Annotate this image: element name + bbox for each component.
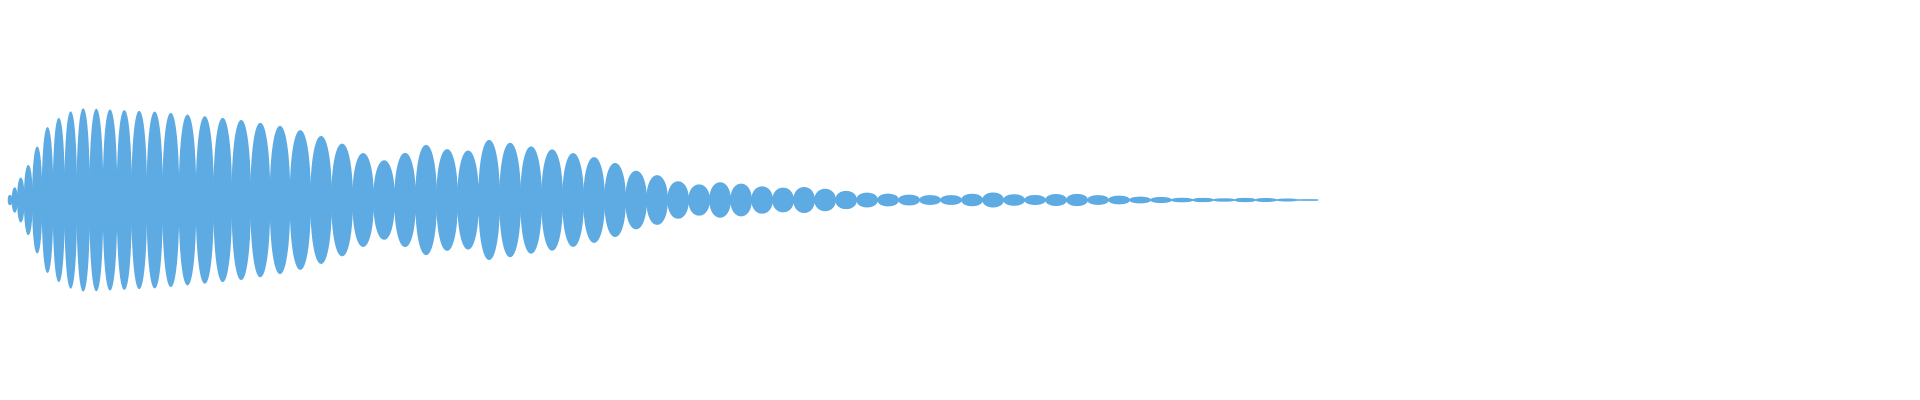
waveform-lobes [7,108,1319,292]
